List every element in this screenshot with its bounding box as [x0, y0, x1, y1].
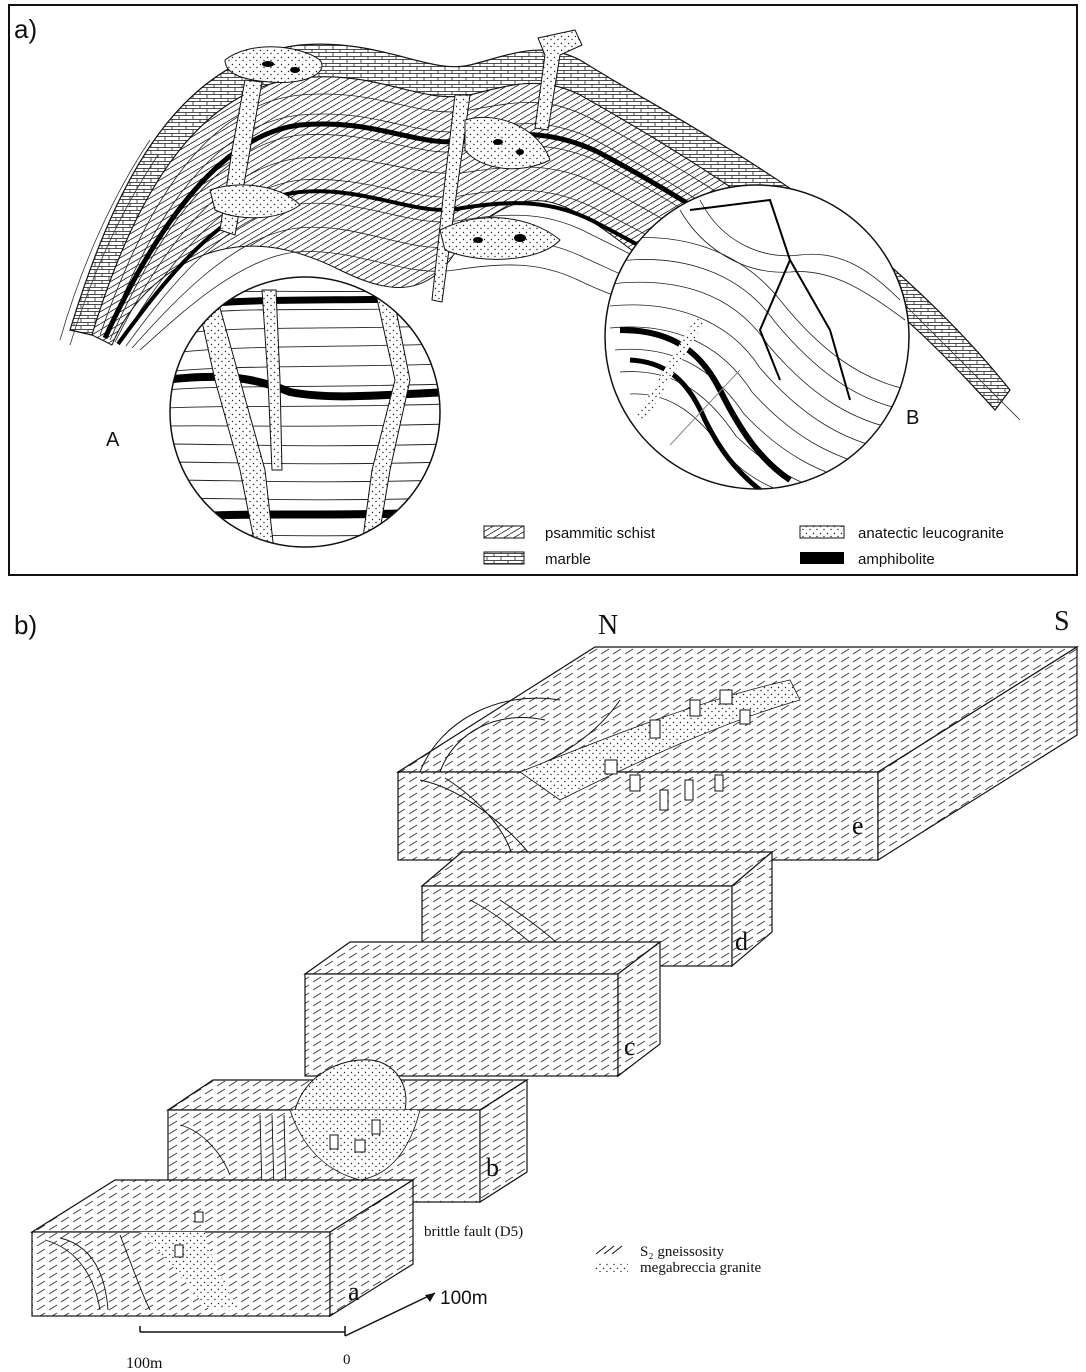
legend-label-psammitic-schist: psammitic schist — [545, 525, 656, 542]
legend-label-amphibolite: amphibolite — [858, 551, 935, 568]
fold-diagram: A B — [60, 30, 1020, 560]
inset-b-label: B — [906, 407, 919, 429]
inset-a-detail — [160, 270, 460, 560]
legend-label-megabreccia-granite: megabreccia granite — [640, 1260, 762, 1276]
legend-swatch-psammitic-schist — [484, 526, 524, 538]
legend-swatch-megabreccia-granite — [594, 1262, 628, 1272]
block-label-e: e — [852, 811, 864, 840]
block-a: a — [32, 1180, 413, 1316]
compass-north: N — [598, 610, 618, 641]
legend-label-s2-gneissosity: S₂ gneissosity — [640, 1244, 724, 1260]
scale-length-label: 100m — [126, 1355, 163, 1372]
legend-swatch-anatectic-leucogranite — [800, 526, 844, 538]
leucogranite-pod — [440, 218, 560, 260]
brittle-fault-label: brittle fault (D5) — [424, 1224, 523, 1240]
block-e: e — [398, 647, 1077, 860]
block-label-c: c — [624, 1032, 636, 1061]
compass-south: S — [1054, 606, 1070, 637]
legend-b: S₂ gneissosity megabreccia granite — [594, 1244, 762, 1276]
block-c: c — [305, 942, 660, 1076]
legend-swatch-marble — [484, 552, 524, 564]
block-label-b: b — [486, 1153, 499, 1182]
block-label-d: d — [735, 927, 748, 956]
legend-a: psammitic schist marble anatectic leucog… — [484, 525, 1004, 568]
legend-swatch-amphibolite — [800, 552, 844, 564]
legend-swatch-s2-gneissosity — [596, 1246, 622, 1254]
legend-label-anatectic-leucogranite: anatectic leucogranite — [858, 525, 1004, 542]
block-label-a: a — [348, 1277, 360, 1306]
inset-a-label: A — [106, 429, 120, 451]
scale-depth-label: 100m — [440, 1288, 488, 1309]
scale-zero-label: 0 — [343, 1352, 351, 1368]
legend-label-marble: marble — [545, 551, 591, 568]
